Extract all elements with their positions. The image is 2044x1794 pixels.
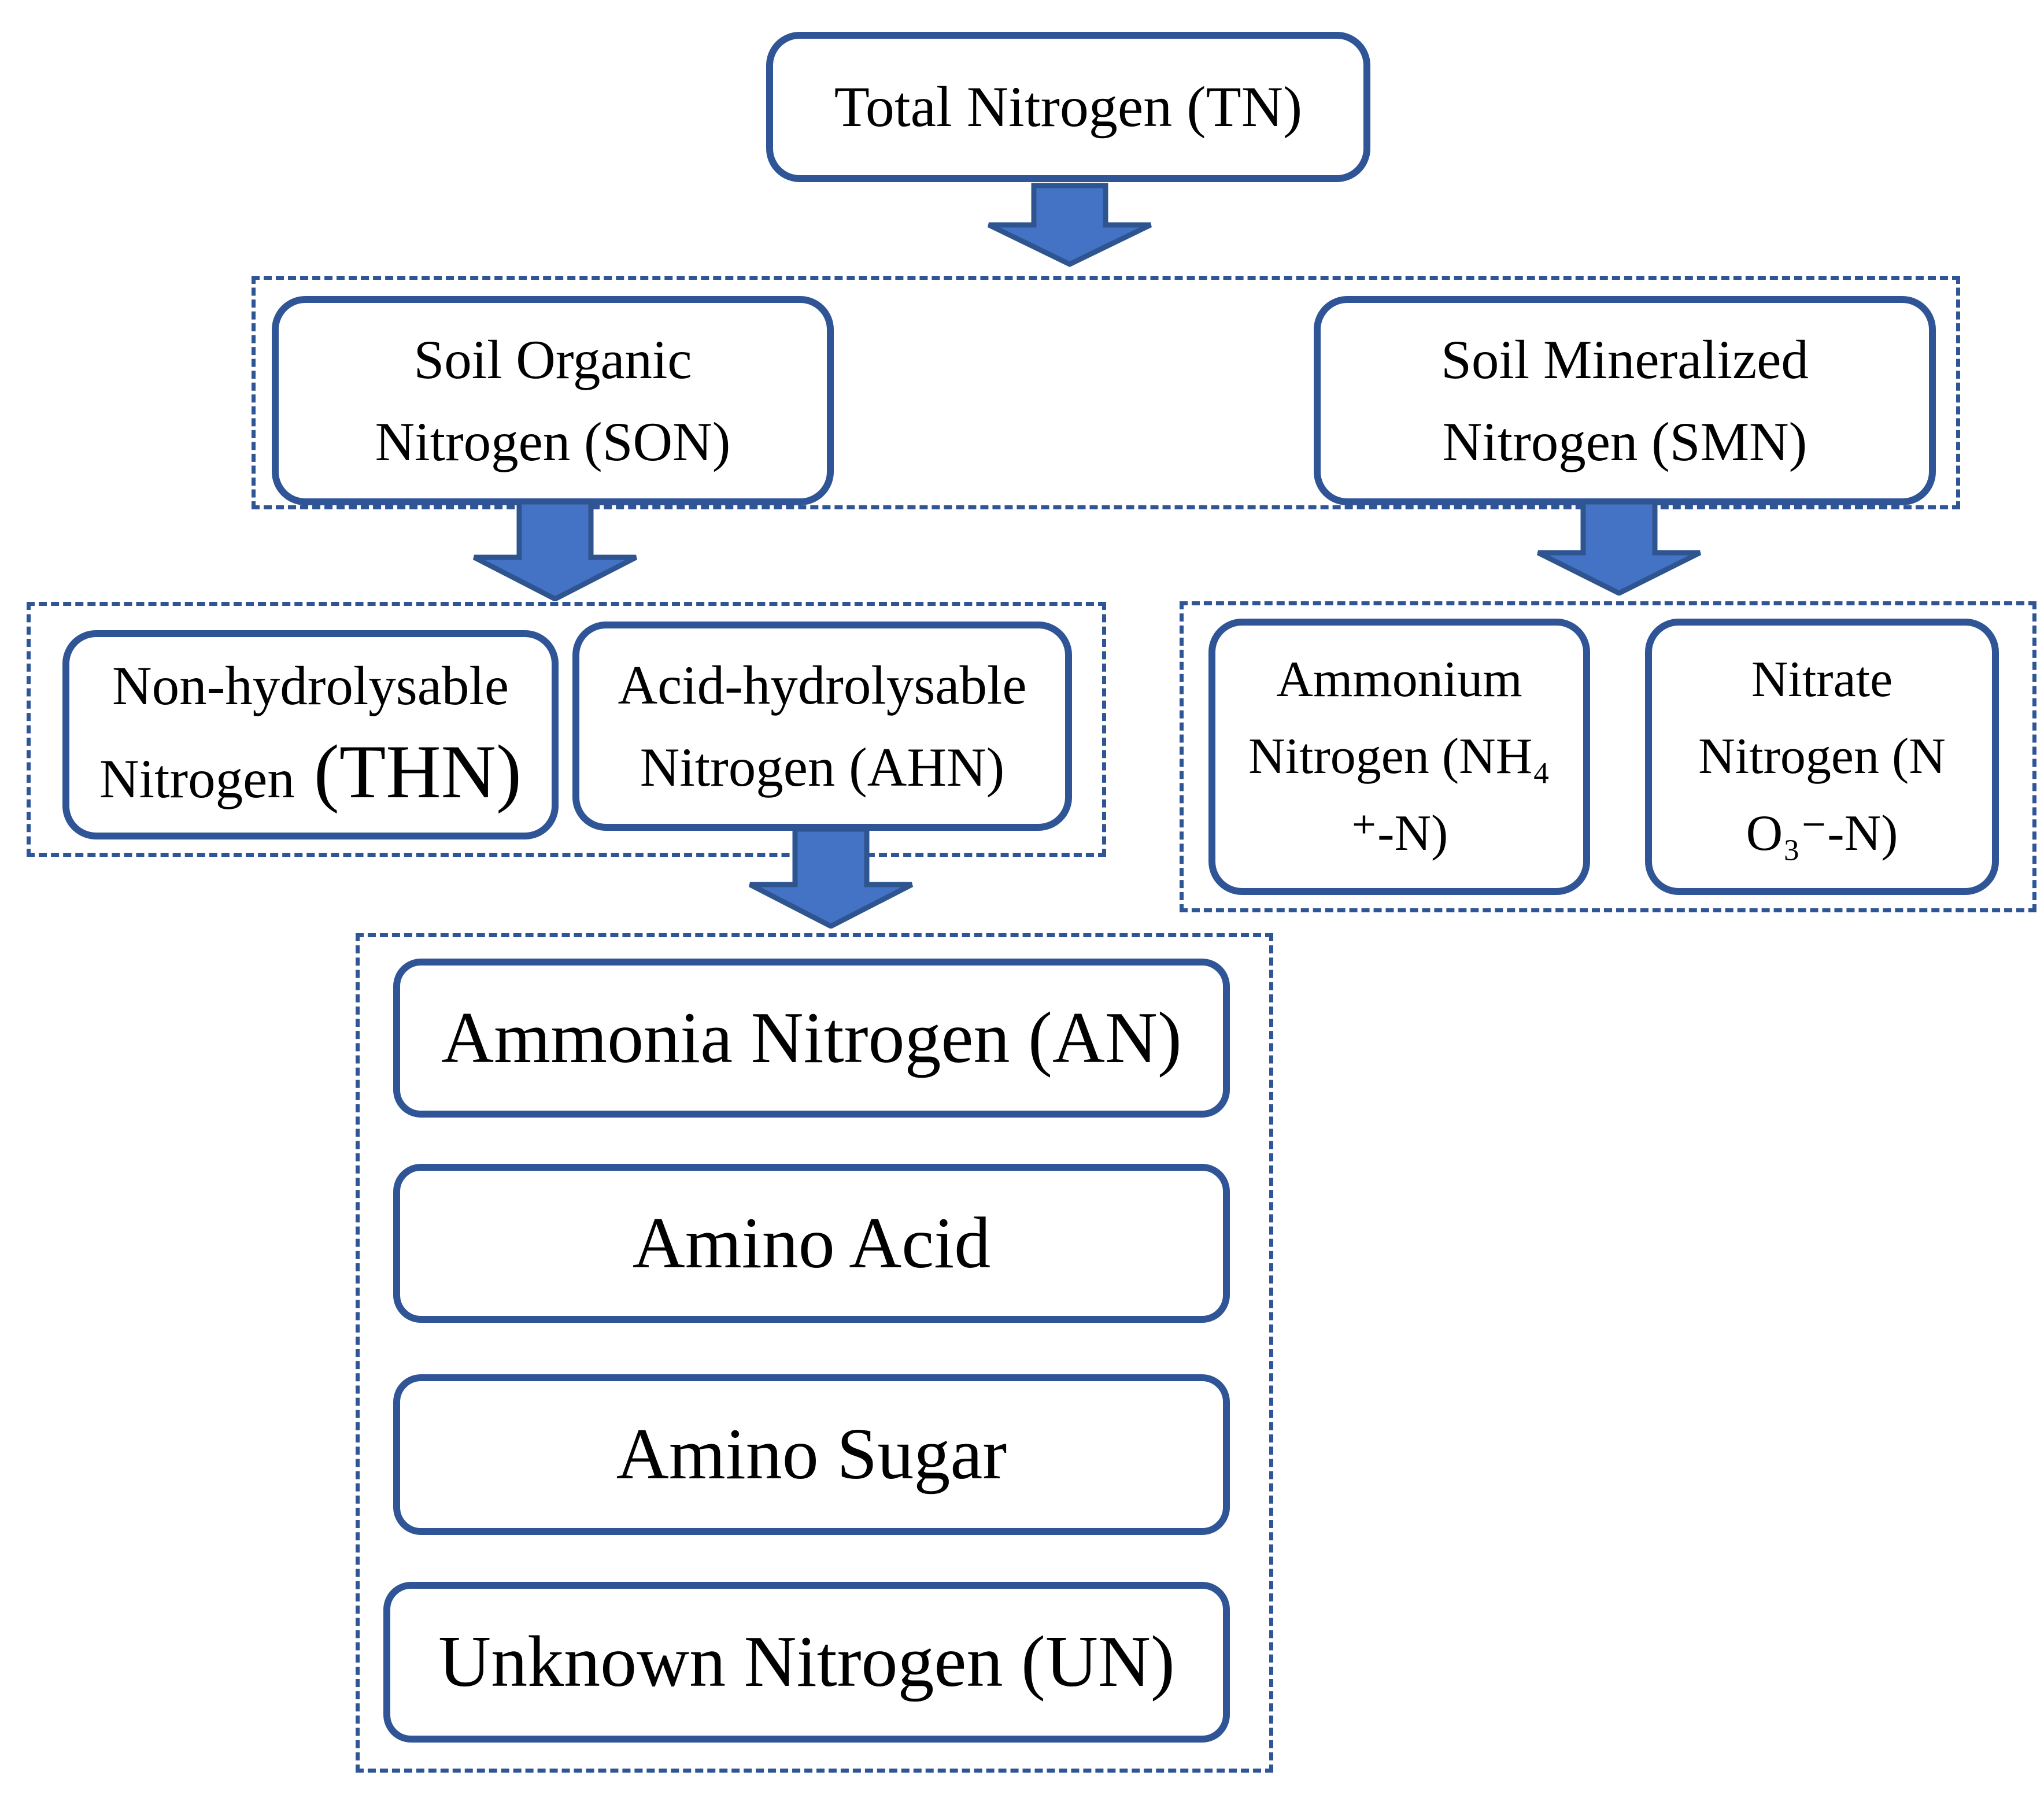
node-total-nitrogen: Total Nitrogen (TN) bbox=[766, 32, 1370, 182]
down-arrow-icon bbox=[1536, 502, 1702, 595]
node-nitrate-nitrogen: Nitrate Nitrogen (N O₃⁻-N) bbox=[1645, 619, 1999, 895]
group-outline-mineralized-forms bbox=[1180, 601, 2036, 912]
node-label-line1: Nitrate bbox=[1751, 651, 1893, 708]
node-soil-mineralized-nitrogen: Soil Mineralized Nitrogen (SMN) bbox=[1314, 296, 1936, 505]
down-arrow-icon bbox=[748, 829, 914, 929]
node-label: Amino Acid bbox=[632, 1203, 991, 1283]
node-label-line1: Acid-hydrolysable bbox=[618, 654, 1027, 716]
node-label-line2-acronym: (THN) bbox=[294, 728, 522, 814]
group-outline-level1 bbox=[252, 276, 1960, 509]
node-label: Total Nitrogen (TN) bbox=[834, 75, 1303, 139]
node-label-line2: Nitrogen (AHN) bbox=[640, 736, 1005, 798]
group-outline-ahn-components bbox=[356, 933, 1273, 1773]
node-acid-hydrolysable-nitrogen: Acid-hydrolysable Nitrogen (AHN) bbox=[572, 622, 1072, 831]
down-arrow-icon bbox=[472, 502, 638, 601]
node-amino-acid: Amino Acid bbox=[393, 1164, 1230, 1323]
node-soil-organic-nitrogen: Soil Organic Nitrogen (SON) bbox=[272, 296, 834, 505]
node-label-line3: ⁺-N) bbox=[1350, 805, 1448, 861]
node-non-hydrolysable-nitrogen: Non-hydrolysable Nitrogen (THN) bbox=[62, 630, 559, 839]
node-label-line1: Soil Organic bbox=[413, 329, 692, 391]
node-label-line2: Nitrogen (SMN) bbox=[1442, 410, 1808, 472]
node-label-line3: O₃⁻-N) bbox=[1746, 805, 1898, 861]
node-label: Ammonia Nitrogen (AN) bbox=[441, 997, 1182, 1078]
node-label: Unknown Nitrogen (UN) bbox=[438, 1622, 1175, 1703]
node-ammonia-nitrogen: Ammonia Nitrogen (AN) bbox=[393, 959, 1230, 1118]
node-ammonium-nitrogen: Ammonium Nitrogen (NH₄ ⁺-N) bbox=[1208, 619, 1590, 895]
node-label-line2: Nitrogen (SON) bbox=[375, 410, 731, 472]
node-label-line2: Nitrogen (N bbox=[1698, 728, 1946, 785]
node-label: Amino Sugar bbox=[616, 1414, 1007, 1495]
node-amino-sugar: Amino Sugar bbox=[393, 1374, 1230, 1535]
node-label-line1: Non-hydrolysable bbox=[112, 655, 509, 717]
node-label-line1: Soil Mineralized bbox=[1441, 329, 1809, 391]
node-label-line1: Ammonium bbox=[1276, 651, 1522, 708]
down-arrow-icon bbox=[988, 183, 1152, 267]
node-label-line2: Nitrogen (THN) bbox=[99, 729, 522, 815]
group-outline-organic-hydrolysable bbox=[27, 602, 1106, 857]
node-label-line2: Nitrogen (NH₄ bbox=[1248, 728, 1550, 785]
node-unknown-nitrogen: Unknown Nitrogen (UN) bbox=[383, 1582, 1230, 1743]
node-label-line2-prefix: Nitrogen bbox=[99, 748, 295, 809]
